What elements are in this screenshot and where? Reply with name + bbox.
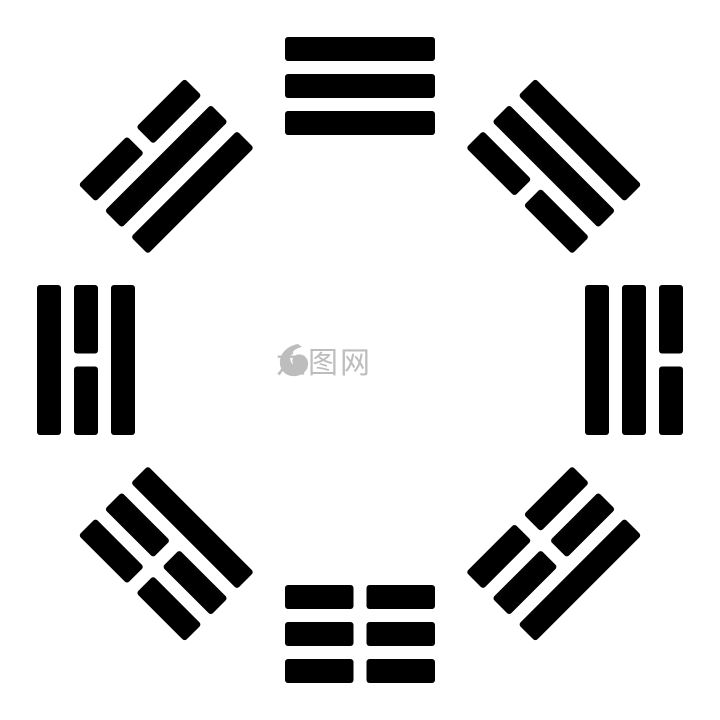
broken-line-segment: [659, 366, 683, 435]
broken-line-segment: [163, 551, 227, 615]
solid-line: [519, 79, 641, 201]
solid-line: [585, 285, 609, 435]
trigram-top: [285, 37, 435, 135]
trigram-right: [585, 285, 683, 435]
broken-line-segment: [79, 519, 143, 583]
trigram-bottom-left: [79, 467, 253, 641]
broken-line-segment: [366, 659, 435, 683]
solid-line: [285, 74, 435, 98]
broken-line-segment: [467, 132, 531, 196]
broken-line-segment: [524, 467, 588, 531]
broken-line-segment: [79, 137, 143, 201]
broken-line-segment: [467, 524, 531, 588]
solid-line: [37, 285, 61, 435]
broken-line-segment: [137, 577, 201, 641]
trigram-top-left: [79, 79, 253, 253]
solid-line: [493, 105, 615, 227]
broken-line-segment: [493, 551, 557, 615]
solid-line: [285, 37, 435, 61]
broken-line-segment: [366, 622, 435, 646]
solid-line: [622, 285, 646, 435]
broken-line-segment: [285, 585, 354, 609]
broken-line-segment: [366, 585, 435, 609]
broken-line-segment: [285, 659, 354, 683]
broken-line-segment: [74, 366, 98, 435]
solid-line: [111, 285, 135, 435]
trigram-top-right: [467, 79, 641, 253]
solid-line: [285, 111, 435, 135]
broken-line-segment: [551, 493, 615, 557]
broken-line-segment: [285, 622, 354, 646]
solid-line: [132, 467, 253, 588]
trigram-bottom: [285, 585, 435, 683]
solid-line: [519, 519, 641, 641]
trigram-left: [37, 285, 135, 435]
broken-line-segment: [105, 493, 169, 557]
watermark: 六图网: [276, 340, 372, 381]
trigram-bottom-right: [467, 467, 641, 641]
solid-line: [105, 105, 227, 227]
solid-line: [132, 132, 253, 253]
broken-line-segment: [137, 79, 201, 143]
broken-line-segment: [74, 285, 98, 354]
broken-line-segment: [659, 285, 683, 354]
broken-line-segment: [524, 189, 588, 253]
swirl-logo-icon: [279, 344, 309, 377]
